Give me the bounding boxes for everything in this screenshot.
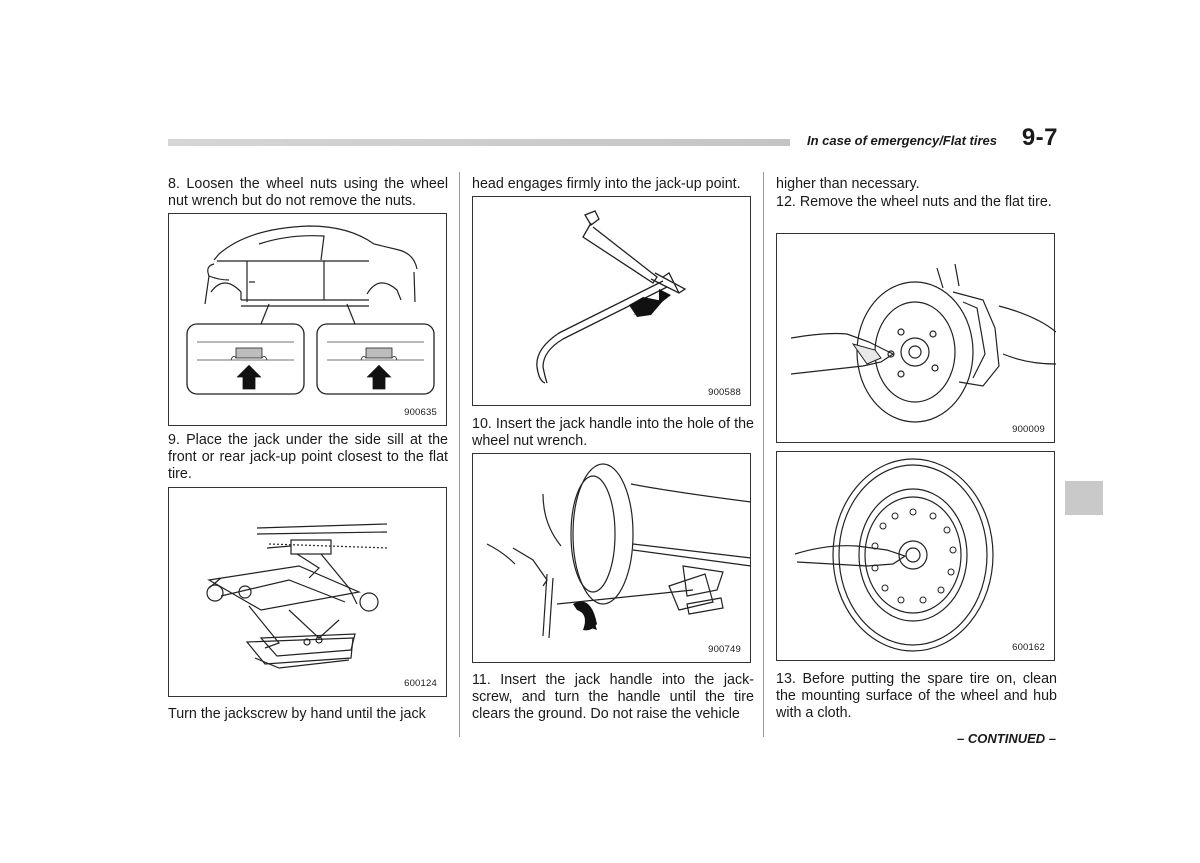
step-13-text: 13. Before putting the spare tire on, cl… <box>776 671 1057 721</box>
figure-code: 900749 <box>708 644 741 655</box>
higher-than-necessary-text: higher than necessary. <box>776 176 920 192</box>
figure-code: 600162 <box>1012 642 1045 653</box>
chapter-side-tab <box>1065 481 1103 515</box>
jack-head-continued-text: head engages firmly into the jack-up poi… <box>472 176 741 192</box>
figure-code: 900635 <box>404 407 437 418</box>
jack-handle-turning-illustration <box>486 463 752 639</box>
step-12-text: 12. Remove the wheel nuts and the flat t… <box>776 194 1052 210</box>
figure-jack-wrench: 900588 <box>472 196 751 406</box>
brake-hub-illustration <box>790 263 1056 423</box>
figure-code: 600124 <box>404 678 437 689</box>
wheel-nut-wrench-illustration <box>536 210 687 384</box>
figure-spare-tire: 600162 <box>776 451 1055 661</box>
continued-label: – CONTINUED – <box>957 731 1056 746</box>
spare-tire-illustration <box>794 458 994 652</box>
figure-code: 900009 <box>1012 424 1045 435</box>
step-11-text: 11. Insert the jack handle into the jack… <box>472 672 754 722</box>
section-title: In case of emergency/Flat tires <box>806 133 997 148</box>
header-rule <box>168 139 790 146</box>
step-8-text: 8. Loosen the wheel nuts using the wheel… <box>168 176 448 209</box>
page-number: 9-7 <box>1021 124 1058 151</box>
step-10-text: 10. Insert the jack handle into the hole… <box>472 416 754 449</box>
car-side-sill-illustration <box>186 225 435 395</box>
figure-wheel-nut-jackup-points: 900635 <box>168 213 447 426</box>
column-divider-left <box>459 172 460 737</box>
figure-brake-hub: 900009 <box>776 233 1056 443</box>
column-divider-right <box>763 172 764 737</box>
figure-jack-handle-turning: 900749 <box>472 453 752 663</box>
scissor-jack-illustration <box>206 523 390 669</box>
figure-scissor-jack: 600124 <box>168 487 447 697</box>
step-9-text: 9. Place the jack under the side sill at… <box>168 432 448 482</box>
turn-jackscrew-text: Turn the jackscrew by hand until the jac… <box>168 706 426 722</box>
figure-code: 900588 <box>708 387 741 398</box>
